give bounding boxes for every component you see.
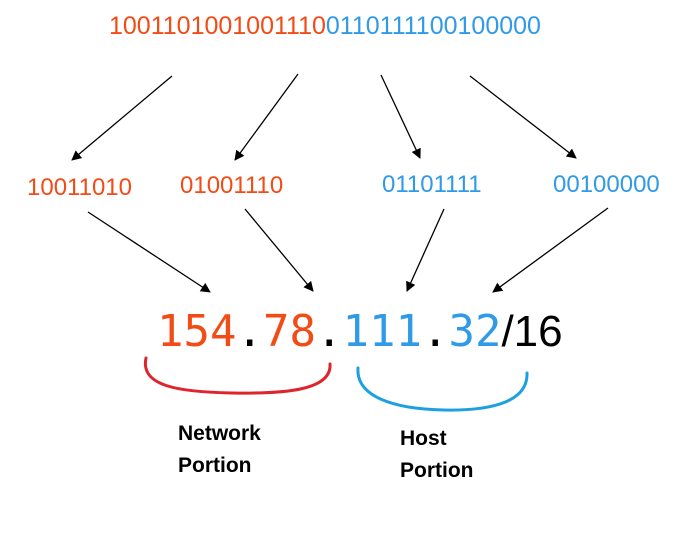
ip-address: 154.78.111.32/16 — [157, 306, 563, 357]
host-portion-label: Host Portion — [400, 423, 474, 487]
network-brace — [143, 356, 332, 395]
arrow-to-octet-3 — [380, 74, 421, 159]
network-portion-label: Network Portion — [178, 418, 261, 482]
arrow-to-decimal-3 — [406, 208, 445, 292]
ip-dot: . — [236, 306, 263, 357]
ip-octet-1: 154 — [157, 306, 237, 357]
octet-4-binary: 00100000 — [553, 171, 660, 198]
network-label-line2: Portion — [178, 454, 252, 477]
octet-3-binary: 01101111 — [382, 171, 482, 198]
ip-dot: . — [421, 306, 449, 357]
network-label-line1: Network — [178, 422, 261, 445]
octet-2-binary: 01001110 — [180, 172, 284, 199]
arrow-to-octet-1 — [71, 75, 173, 161]
ip-octet-3: 111 — [342, 306, 422, 357]
host-label-line1: Host — [400, 427, 447, 450]
octet-1-binary: 10011010 — [27, 174, 132, 201]
ip-octet-4: 32 — [448, 306, 502, 357]
arrow-to-octet-4 — [469, 75, 577, 159]
arrow-to-decimal-2 — [244, 208, 314, 292]
host-label-line2: Portion — [400, 459, 474, 482]
network-bits: 1001101001001110 — [109, 12, 326, 40]
binary-address: 10011010010011100110111100100000 — [109, 12, 541, 41]
host-brace — [356, 366, 529, 412]
arrow-to-octet-2 — [234, 73, 299, 161]
ip-dot: . — [315, 306, 343, 357]
prefix-length: /16 — [501, 307, 563, 356]
arrow-to-decimal-1 — [87, 211, 211, 293]
host-bits: 0110111100100000 — [325, 12, 541, 40]
arrow-to-decimal-4 — [492, 207, 609, 293]
ip-octet-2: 78 — [262, 306, 316, 357]
